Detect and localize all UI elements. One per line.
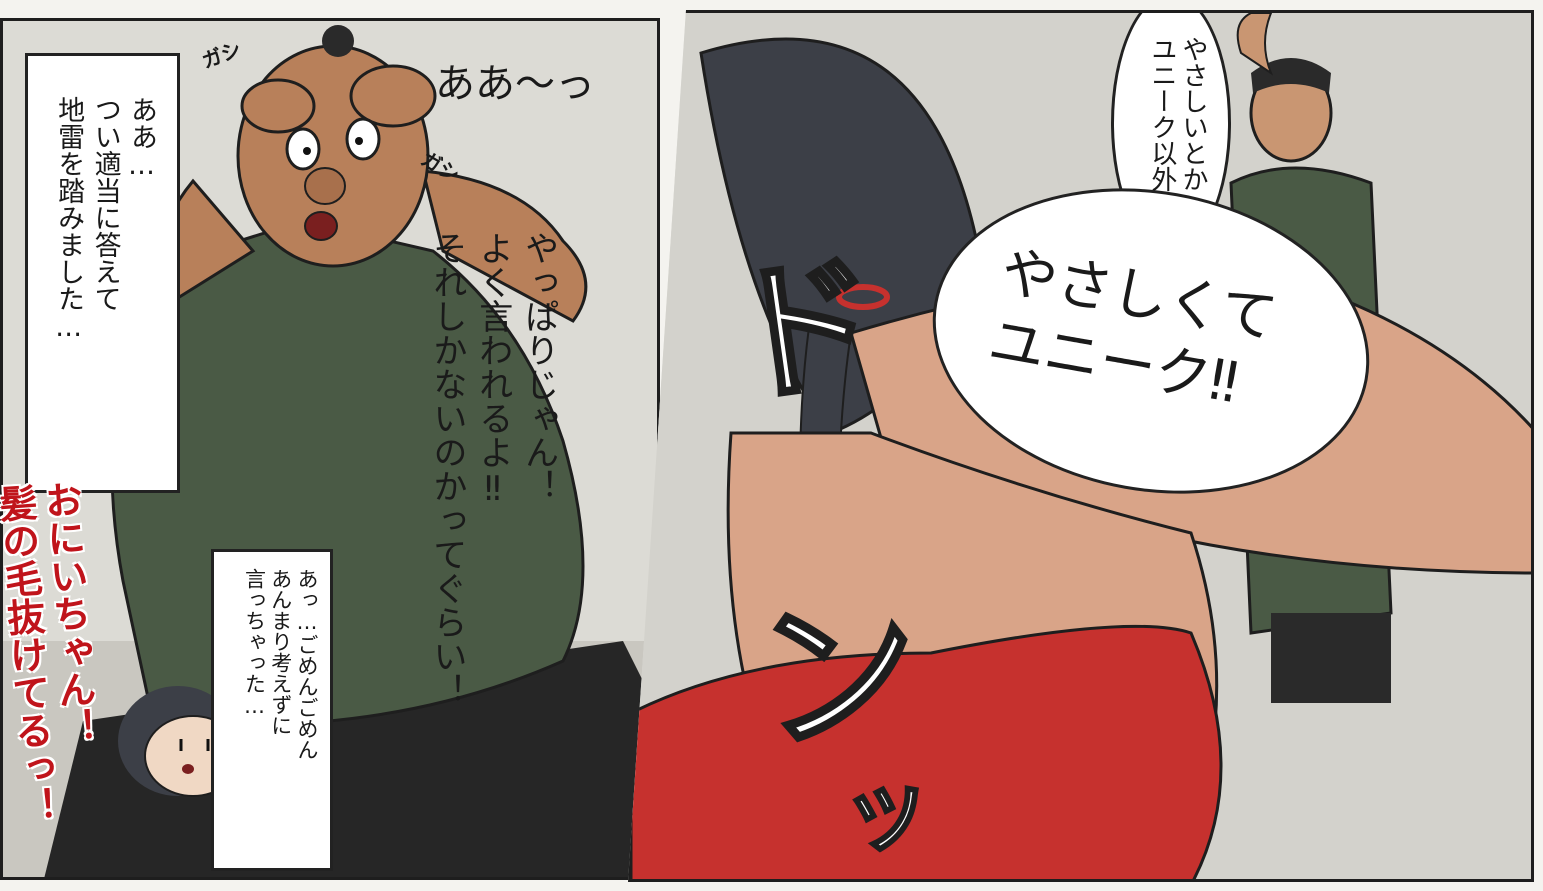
narration-caption-box: ああ… つい適当に答えて 地雷を踏みました… [25,53,180,493]
small-speech-box: あっ…ごめんごめん あんまり考えずに 言っちゃった… [211,549,333,871]
shout-aa: ああ〜っ [435,61,595,107]
big-speech-text: やさしくて ユニーク‼ [983,239,1282,417]
main-speech-text: やっぱりじゃん！ よく言われるよ‼ それしかないのかってぐらい！ [426,231,559,707]
left-manga-panel: ああ… つい適当に答えて 地雷を踏みました… ガシ ガシ ああ〜っ やっぱりじゃ… [0,18,660,880]
narration-caption-text: ああ… つい適当に答えて 地雷を踏みました… [53,96,157,343]
right-manga-panel: やさしいとか ユニーク以外 やさしくて ユニーク‼ ド ン ッ [628,10,1534,882]
top-speech-text: やさしいとか ユニーク以外 [1146,36,1208,192]
sfx-don-3: ッ [834,751,941,871]
sfx-don-1: ド [716,232,893,429]
small-speech-text: あっ…ごめんごめん あんまり考えずに 言っちゃった… [242,568,320,760]
